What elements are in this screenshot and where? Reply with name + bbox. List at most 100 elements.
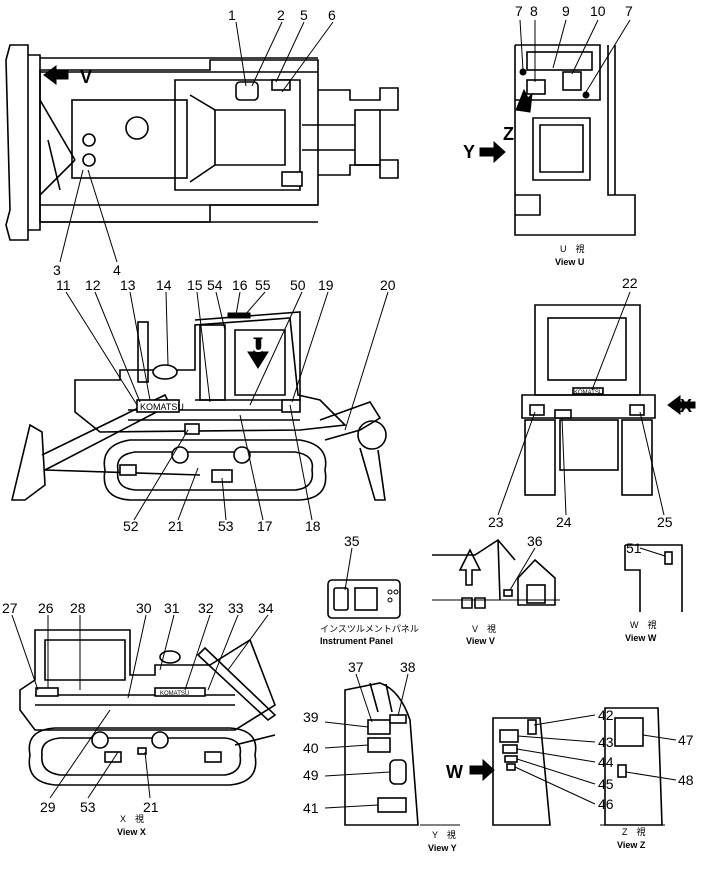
caption-view-v-jp: V 視 xyxy=(472,623,496,634)
caption-instrument-panel: Instrument Panel xyxy=(320,636,393,646)
caption-view-y: View Y xyxy=(428,843,457,853)
callout-14: 14 xyxy=(156,277,172,293)
instrument-panel-view xyxy=(327,579,401,619)
view-z-detail xyxy=(600,707,665,826)
callout-11: 11 xyxy=(56,277,71,293)
callout-53b: 53 xyxy=(80,799,96,815)
leaders-w xyxy=(514,714,596,805)
callout-50: 50 xyxy=(290,277,306,293)
caption-view-u-jp: U 視 xyxy=(560,243,585,254)
callout-9: 9 xyxy=(562,3,570,19)
callout-42: 42 xyxy=(598,707,614,723)
callout-24: 24 xyxy=(556,514,572,530)
view-letter-w: W xyxy=(446,762,463,782)
callout-2: 2 xyxy=(277,7,285,23)
callout-37: 37 xyxy=(348,659,364,675)
cab-interior-view: Y Z xyxy=(463,44,636,236)
callout-numbers: 1 2 3 4 5 6 7 8 9 10 7 11 12 13 14 15 16… xyxy=(2,3,694,816)
callout-21: 21 xyxy=(168,518,184,534)
leaders-top xyxy=(59,21,334,263)
leader-36 xyxy=(509,547,536,591)
callout-23: 23 xyxy=(488,514,504,530)
view-w-detail xyxy=(624,544,683,612)
callout-1: 1 xyxy=(228,7,236,23)
callout-28: 28 xyxy=(70,600,86,616)
callout-3: 3 xyxy=(53,262,61,278)
callout-10: 10 xyxy=(590,3,606,19)
callout-30: 30 xyxy=(136,600,152,616)
brand-plate-x: KOMATSU xyxy=(160,691,189,697)
callout-26: 26 xyxy=(38,600,54,616)
callout-4: 4 xyxy=(113,262,121,278)
arrow-icon xyxy=(247,337,269,369)
callout-18: 18 xyxy=(305,518,321,534)
view-letter-y: Y xyxy=(463,142,475,162)
callout-25: 25 xyxy=(657,514,673,530)
callout-53a: 53 xyxy=(218,518,234,534)
caption-view-z-jp: Z 視 xyxy=(622,826,646,837)
leaders-z xyxy=(625,734,677,781)
callout-21b: 21 xyxy=(143,799,159,815)
callout-41: 41 xyxy=(303,800,319,816)
caption-view-x: View X xyxy=(117,827,146,837)
callout-34: 34 xyxy=(258,600,274,616)
arrow-icon xyxy=(515,88,533,113)
callout-55: 55 xyxy=(255,277,271,293)
callout-52: 52 xyxy=(123,518,139,534)
caption-view-x-jp: X 視 xyxy=(120,813,144,824)
caption-view-z: View Z xyxy=(617,840,646,850)
leaders-rear xyxy=(497,291,665,516)
callout-46: 46 xyxy=(598,796,614,812)
bulldozer-rear-view: KOMATSU X xyxy=(521,304,696,496)
callout-7a: 7 xyxy=(515,3,523,19)
callout-45: 45 xyxy=(598,776,614,792)
bulldozer-side-view: KOMATSU U xyxy=(10,311,387,501)
callout-44: 44 xyxy=(598,754,614,770)
callout-43: 43 xyxy=(598,734,614,750)
callout-40: 40 xyxy=(303,740,319,756)
arrow-icon xyxy=(43,65,69,85)
leaders-x xyxy=(11,614,269,799)
callout-51: 51 xyxy=(626,540,642,556)
callout-20: 20 xyxy=(380,277,396,293)
callout-27: 27 xyxy=(2,600,18,616)
callout-17: 17 xyxy=(257,518,273,534)
callout-54: 54 xyxy=(207,277,223,293)
bulldozer-side-view-x: KOMATSU xyxy=(19,629,277,786)
callout-47: 47 xyxy=(678,732,694,748)
callout-5: 5 xyxy=(300,7,308,23)
caption-view-u: View U xyxy=(555,257,584,267)
view-letter-z: Z xyxy=(503,124,514,144)
arrow-icon xyxy=(667,395,696,415)
callout-35: 35 xyxy=(344,533,360,549)
callout-33: 33 xyxy=(228,600,244,616)
bulldozer-top-view: V xyxy=(5,44,399,241)
view-letter-v: V xyxy=(80,67,92,87)
arrow-icon xyxy=(479,140,506,164)
callout-39: 39 xyxy=(303,709,319,725)
brand-plate-side: KOMATSU xyxy=(140,402,184,412)
caption-view-y-jp: Y 視 xyxy=(432,829,456,840)
leader-51 xyxy=(639,547,666,557)
callout-6: 6 xyxy=(328,7,336,23)
callout-49: 49 xyxy=(303,767,319,783)
caption-instrument-panel-jp: インスツルメントパネル xyxy=(320,624,419,634)
view-w-panel: W xyxy=(446,717,551,826)
callout-13: 13 xyxy=(120,277,136,293)
callout-29: 29 xyxy=(40,799,56,815)
callout-8: 8 xyxy=(530,3,538,19)
view-y-detail xyxy=(344,682,460,826)
callout-22: 22 xyxy=(622,275,638,291)
view-letter-x: X xyxy=(680,396,692,416)
callout-36: 36 xyxy=(527,533,543,549)
arrow-icon xyxy=(469,758,495,782)
callout-31: 31 xyxy=(164,600,180,616)
leader-35 xyxy=(344,547,353,591)
caption-view-w-jp: W 視 xyxy=(630,619,657,630)
callout-38: 38 xyxy=(400,659,416,675)
view-letter-u: U xyxy=(252,336,265,356)
view-v-detail xyxy=(432,538,560,609)
callout-32: 32 xyxy=(198,600,214,616)
